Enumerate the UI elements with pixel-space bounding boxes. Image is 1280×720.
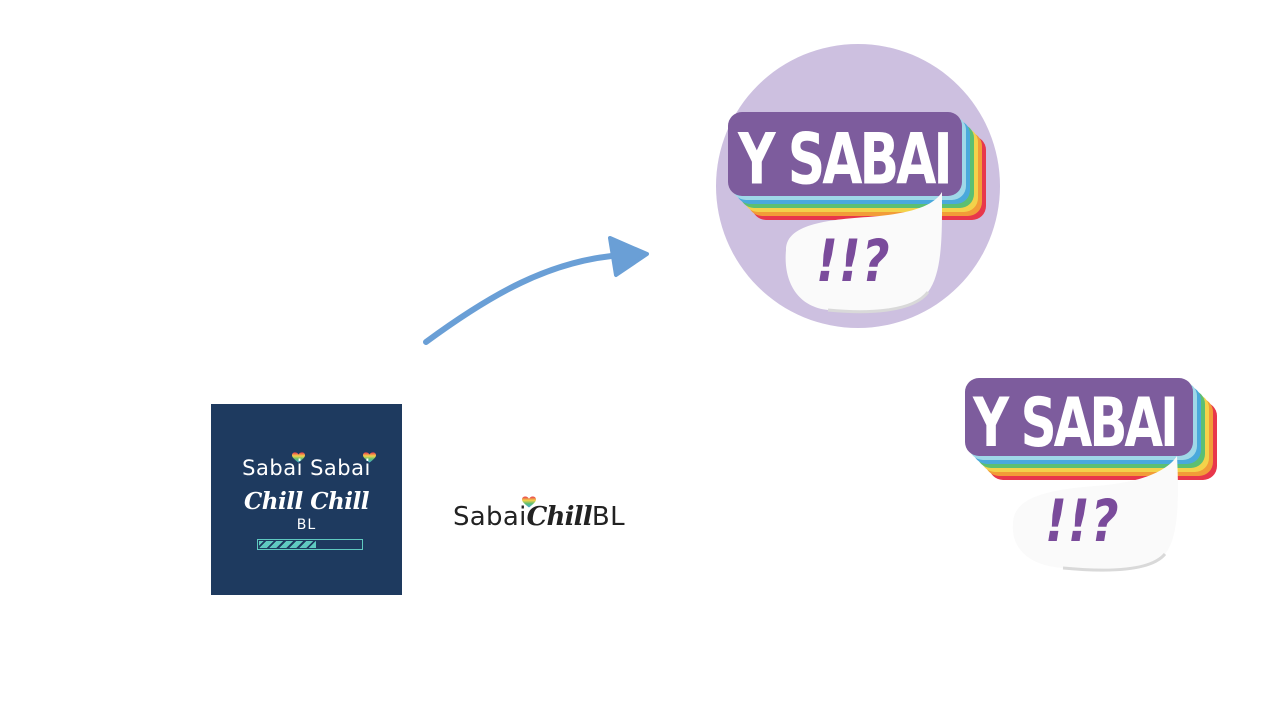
rainbow-heart-icon bbox=[522, 496, 536, 508]
new-logo-sticker: Y SABAI !!? bbox=[728, 112, 998, 322]
old-logo-line2: Chill Chill bbox=[244, 488, 370, 515]
old-logo-square: Sabai Sabai Chill Chill BL bbox=[211, 404, 402, 595]
wordmark-logo: SabaiChillBL bbox=[453, 496, 626, 534]
new-logo-plain-title: Y SABAI bbox=[973, 384, 1179, 463]
curved-arrow-icon bbox=[423, 236, 649, 345]
wordmark-part1: Sabai bbox=[453, 502, 527, 532]
sticker-shape bbox=[965, 378, 1217, 572]
loading-bar bbox=[257, 539, 363, 550]
new-logo-title: Y SABAI bbox=[738, 120, 953, 201]
old-logo-line1: Sabai Sabai bbox=[242, 456, 371, 480]
wordmark-part3: BL bbox=[591, 502, 626, 532]
new-logo-subtitle: !!? bbox=[816, 228, 891, 296]
old-logo-line3: BL bbox=[296, 517, 317, 533]
rainbow-heart-icon bbox=[292, 452, 305, 463]
loading-bar-fill bbox=[259, 541, 317, 548]
wordmark-part2: Chill bbox=[526, 502, 593, 532]
rainbow-heart-icon bbox=[363, 452, 376, 463]
new-logo-plain-sticker: Y SABAI !!? bbox=[965, 378, 1225, 578]
sticker-shape bbox=[728, 112, 986, 314]
new-logo-plain-subtitle: !!? bbox=[1045, 488, 1120, 556]
